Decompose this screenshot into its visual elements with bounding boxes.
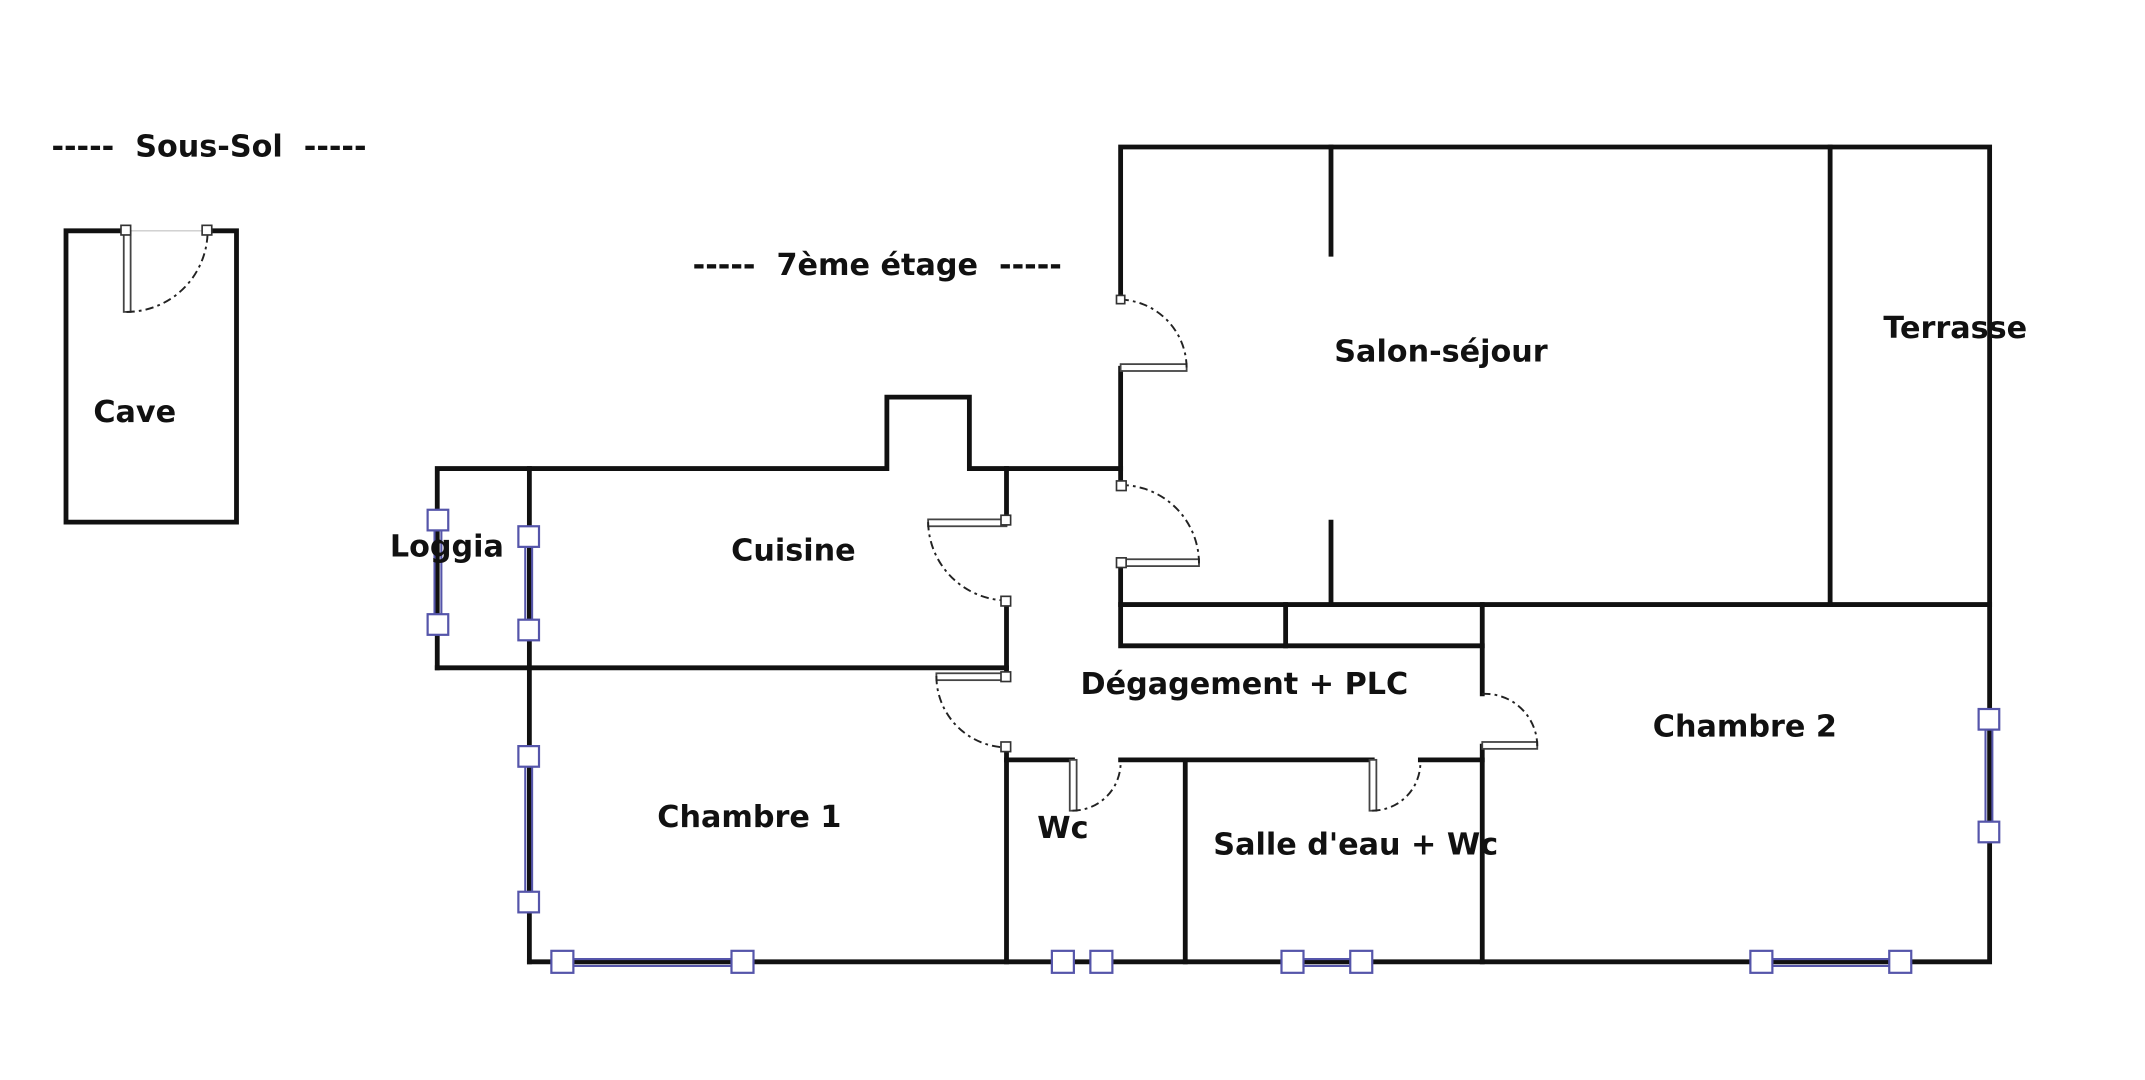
floor-label: ----- 7ème étage ----- bbox=[693, 248, 1062, 283]
room-label-chambre2: Chambre 2 bbox=[1653, 709, 1837, 744]
room-label-cuisine: Cuisine bbox=[731, 534, 855, 569]
doors bbox=[927, 294, 1539, 812]
room-label-degagement: Dégagement + PLC bbox=[1081, 667, 1409, 702]
cave-room bbox=[63, 224, 239, 525]
room-label-loggia: Loggia bbox=[390, 529, 504, 564]
room-label-salon: Salon-séjour bbox=[1334, 334, 1548, 369]
windows bbox=[426, 508, 2001, 974]
walls bbox=[434, 144, 1993, 965]
room-label-cave: Cave bbox=[93, 395, 176, 430]
room-label-wc: Wc bbox=[1037, 811, 1088, 846]
room-label-chambre1: Chambre 1 bbox=[657, 800, 841, 835]
room-label-salle-eau: Salle d'eau + Wc bbox=[1213, 828, 1498, 863]
basement-label: ----- Sous-Sol ----- bbox=[51, 130, 366, 165]
room-label-terrasse: Terrasse bbox=[1883, 311, 2027, 346]
